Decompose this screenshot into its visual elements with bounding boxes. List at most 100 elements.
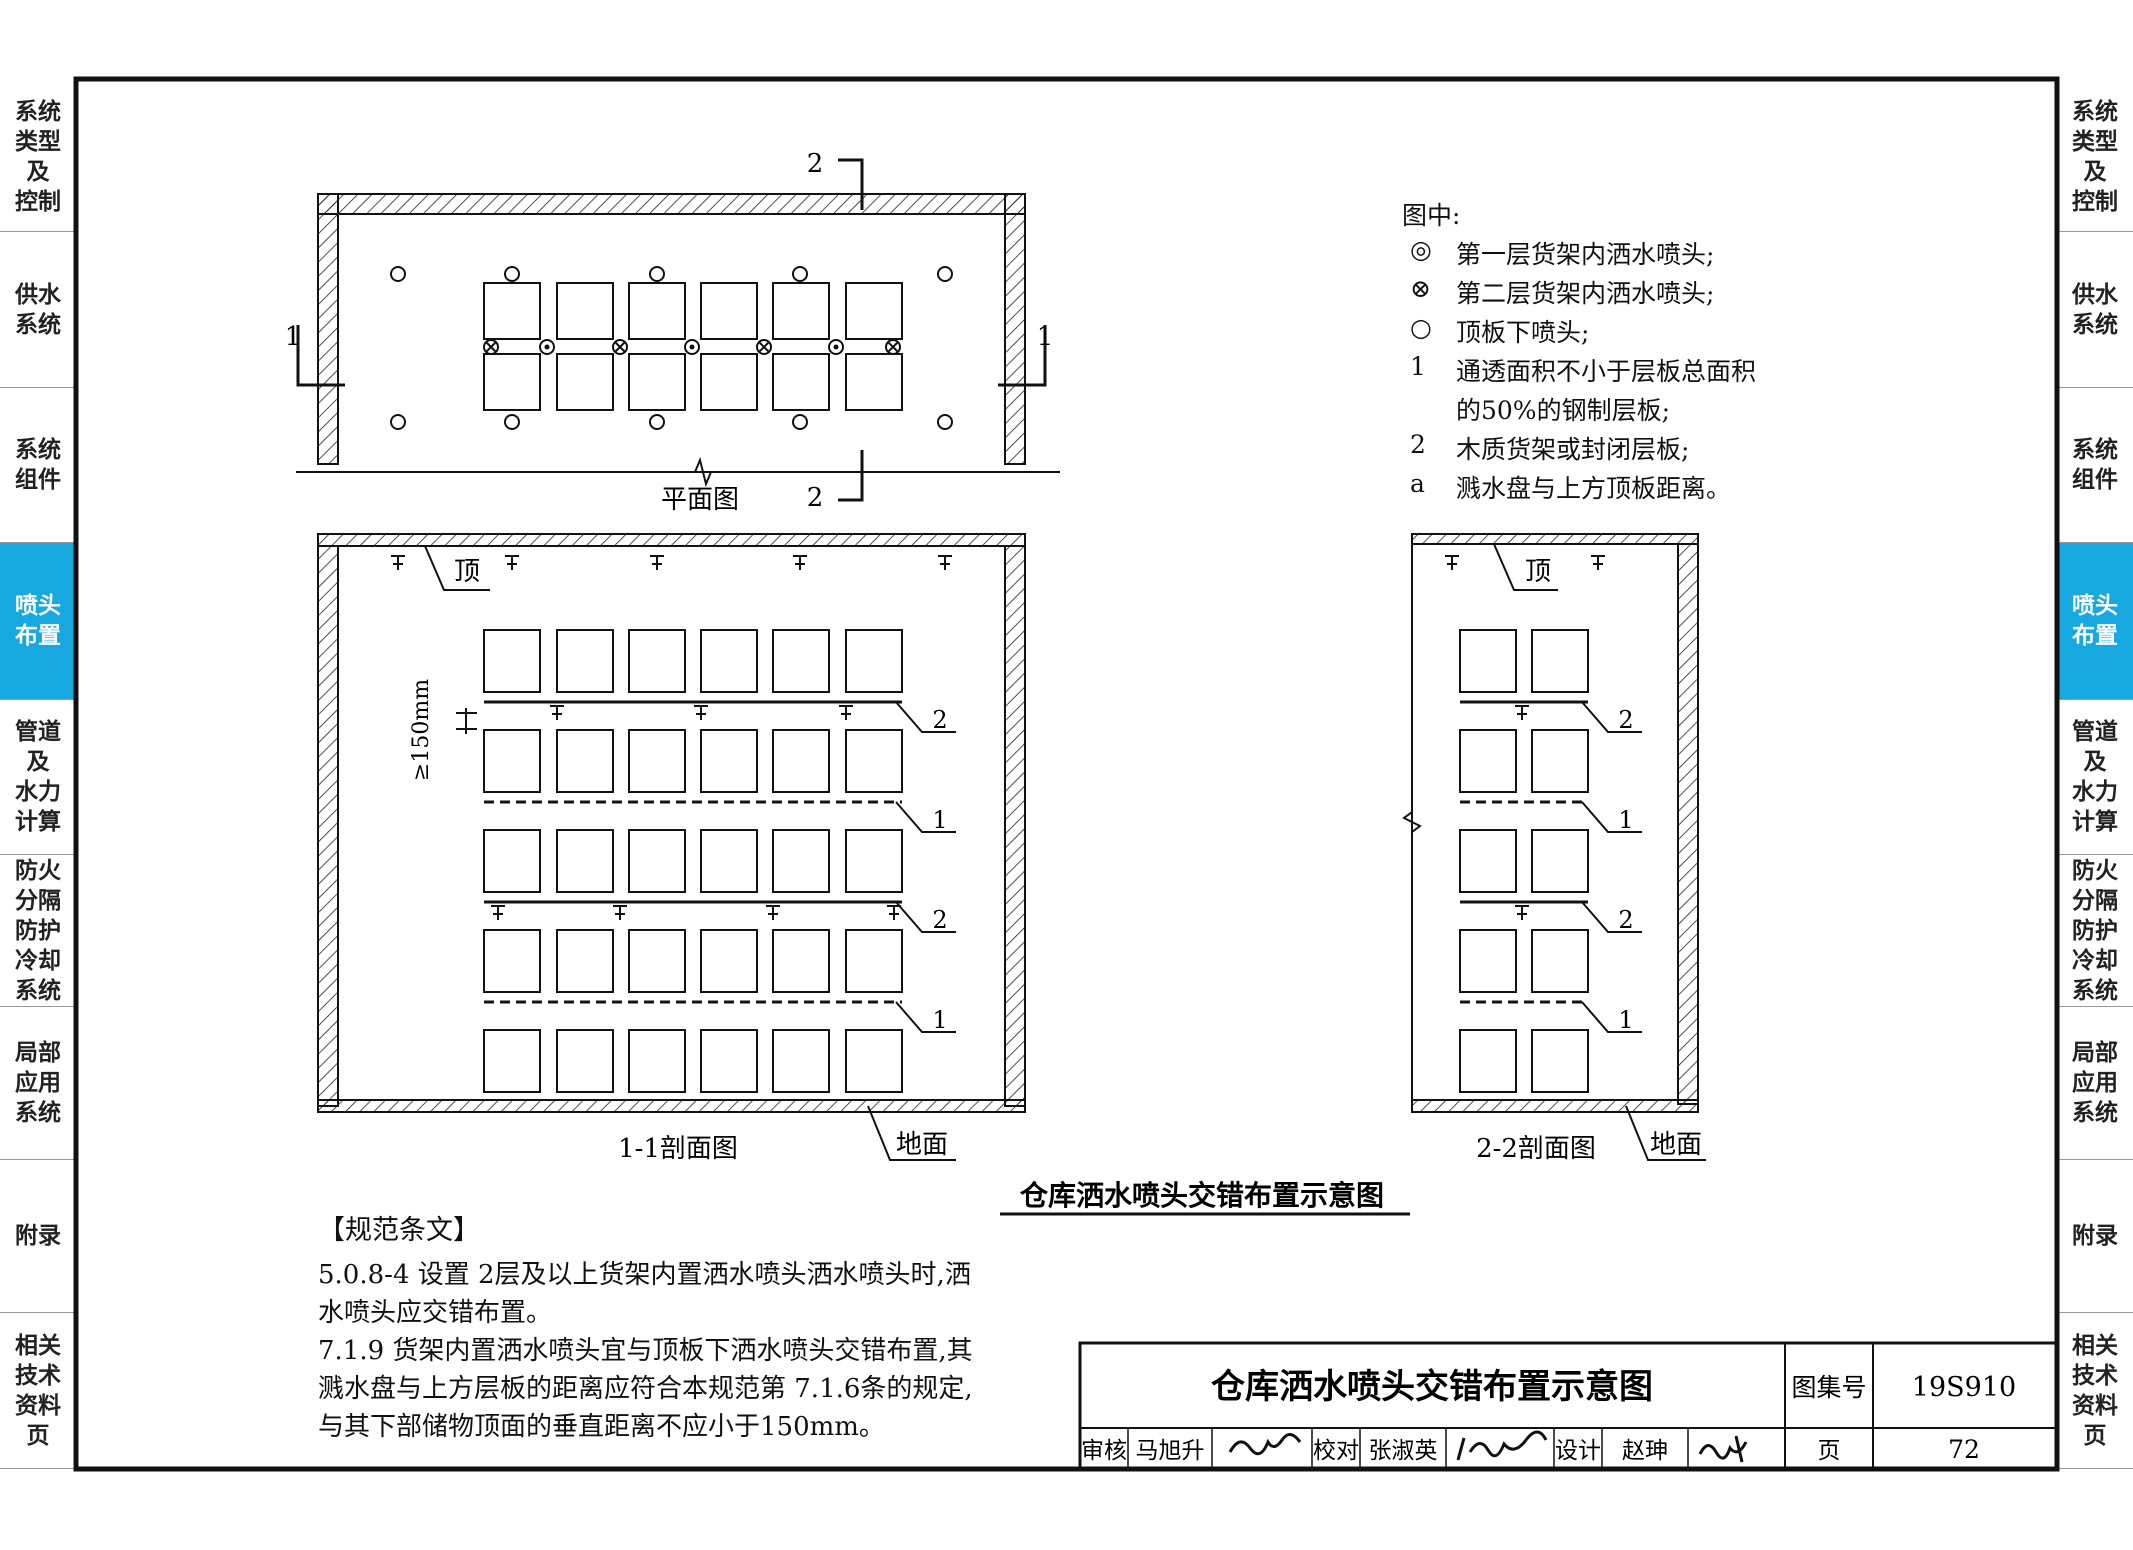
- section1-ground-label: 地面: [896, 1130, 948, 1160]
- nav-tab-left-0[interactable]: 系统 类型 及 控制: [0, 82, 76, 232]
- spec-line: 与其下部储物顶面的垂直距离不应小于150mm。: [318, 1412, 885, 1442]
- rack-cell: [483, 729, 541, 793]
- nav-tab-left-2[interactable]: 系统 组件: [0, 388, 76, 543]
- rack-cell: [483, 629, 541, 693]
- page-label: 页: [1818, 1438, 1841, 1464]
- rack-cell: [628, 729, 686, 793]
- spec-line: 溅水盘与上方层板的距离应符合本规范第 7.1.6条的规定,: [318, 1374, 973, 1404]
- spec-line: 7.1.9 货架内置洒水喷头宜与顶板下洒水喷头交错布置,其: [318, 1336, 973, 1366]
- atlas-number: 19S910: [1912, 1372, 2016, 1403]
- nav-tab-left-7[interactable]: 附录: [0, 1160, 76, 1313]
- nav-tab-left-8[interactable]: 相关 技术 资料 页: [0, 1313, 76, 1469]
- reviewer-signature: [1228, 1433, 1302, 1456]
- section1-top-label: 顶: [454, 557, 480, 587]
- rack-cell: [1459, 929, 1517, 993]
- nav-tab-right-3[interactable]: 喷头 布置: [2057, 543, 2133, 700]
- rack-cell: [772, 829, 830, 893]
- shelf-mark: 2: [932, 906, 947, 934]
- legend-text: 通透面积不小于层板总面积: [1456, 357, 1757, 386]
- legend-symbol: ◎: [1410, 235, 1432, 264]
- legend-text: 的50%的钢制层板;: [1456, 396, 1670, 425]
- shelf-mark: 1: [1618, 1006, 1633, 1034]
- rack-cell: [1531, 1029, 1589, 1093]
- shelf-mark: 2: [1618, 906, 1633, 934]
- rack-cell: [556, 729, 614, 793]
- ceiling-sprinkler-icon: [504, 266, 520, 282]
- rack-cell: [772, 629, 830, 693]
- rack-cell: [1531, 929, 1589, 993]
- ceiling-sprinkler-icon: [792, 266, 808, 282]
- plan-rack: [556, 353, 614, 411]
- checker-name: 张淑英: [1369, 1438, 1438, 1464]
- nav-tab-left-1[interactable]: 供水 系统: [0, 232, 76, 388]
- spec-line: 水喷头应交错布置。: [318, 1298, 553, 1328]
- rack-cell: [556, 629, 614, 693]
- legend-symbol: 2: [1410, 430, 1426, 459]
- nav-tab-right-2[interactable]: 系统 组件: [2057, 388, 2133, 543]
- nav-tab-right-4[interactable]: 管道 及 水力 计算: [2057, 700, 2133, 855]
- nav-tab-right-5[interactable]: 防火 分隔 防护 冷却 系统: [2057, 855, 2133, 1007]
- plan-title: 平面图: [661, 485, 739, 515]
- rack-cell: [700, 929, 758, 993]
- rack-cell: [845, 829, 903, 893]
- section-mark-2-bottom: 2: [807, 483, 824, 513]
- plan-rack: [700, 282, 758, 340]
- rack-cell: [700, 829, 758, 893]
- legend-text: 第一层货架内洒水喷头;: [1456, 240, 1715, 269]
- plan-rack: [772, 353, 830, 411]
- legend-symbol: ○: [1410, 313, 1432, 342]
- nav-tab-right-8[interactable]: 相关 技术 资料 页: [2057, 1313, 2133, 1469]
- nav-tab-right-6[interactable]: 局部 应用 系统: [2057, 1007, 2133, 1160]
- rack-cell: [628, 929, 686, 993]
- shelf-mark: 2: [932, 706, 947, 734]
- section2-top-label: 顶: [1525, 557, 1551, 587]
- section2-title: 2-2剖面图: [1476, 1134, 1596, 1164]
- checker-signature: [1456, 1430, 1548, 1461]
- rack-cell: [845, 929, 903, 993]
- rack-cell: [1531, 829, 1589, 893]
- design-label: 设计: [1555, 1438, 1601, 1464]
- nav-tab-left-4[interactable]: 管道 及 水力 计算: [0, 700, 76, 855]
- section2-ground-label: 地面: [1650, 1130, 1702, 1160]
- page-number: 72: [1948, 1435, 1980, 1464]
- rack-cell: [1459, 829, 1517, 893]
- section-mark-1-right: 1: [1037, 322, 1054, 352]
- reviewer-name: 马旭升: [1136, 1438, 1205, 1464]
- shelf-mark: 1: [932, 806, 947, 834]
- plan-rack: [628, 282, 686, 340]
- ceiling-sprinkler-icon: [792, 414, 808, 430]
- designer-name: 赵珅: [1622, 1438, 1668, 1464]
- nav-tab-right-7[interactable]: 附录: [2057, 1160, 2133, 1313]
- rack-cell: [483, 829, 541, 893]
- nav-tab-left-5[interactable]: 防火 分隔 防护 冷却 系统: [0, 855, 76, 1007]
- plan-rack: [700, 353, 758, 411]
- rack-cell: [1459, 1029, 1517, 1093]
- rack-cell: [556, 829, 614, 893]
- sheet-frame: [73, 76, 2060, 1472]
- plan-rack: [556, 282, 614, 340]
- rack-cell: [772, 729, 830, 793]
- rack-cell: [772, 929, 830, 993]
- rack-cell: [628, 1029, 686, 1093]
- nav-tab-right-1[interactable]: 供水 系统: [2057, 232, 2133, 388]
- nav-tab-left-6[interactable]: 局部 应用 系统: [0, 1007, 76, 1160]
- atlas-label: 图集号: [1791, 1373, 1866, 1402]
- legend-symbol: ⊗: [1410, 274, 1431, 303]
- shelf-mark: 1: [1618, 806, 1633, 834]
- legend-text: 顶板下喷头;: [1456, 318, 1590, 347]
- legend-text: 溅水盘与上方顶板距离。: [1456, 474, 1732, 503]
- spec-heading: 【规范条文】: [318, 1215, 480, 1246]
- ceiling-sprinkler-icon: [390, 266, 406, 282]
- designer-signature: [1698, 1435, 1748, 1463]
- spec-line: 5.0.8-4 设置 2层及以上货架内置洒水喷头洒水喷头时,洒: [318, 1260, 971, 1290]
- section1-title: 1-1剖面图: [618, 1134, 738, 1164]
- review-label: 审核: [1081, 1438, 1127, 1464]
- nav-tab-left-3[interactable]: 喷头 布置: [0, 543, 76, 700]
- legend-text: 木质货架或封闭层板;: [1456, 435, 1690, 464]
- rack-cell: [845, 1029, 903, 1093]
- nav-tab-right-0[interactable]: 系统 类型 及 控制: [2057, 82, 2133, 232]
